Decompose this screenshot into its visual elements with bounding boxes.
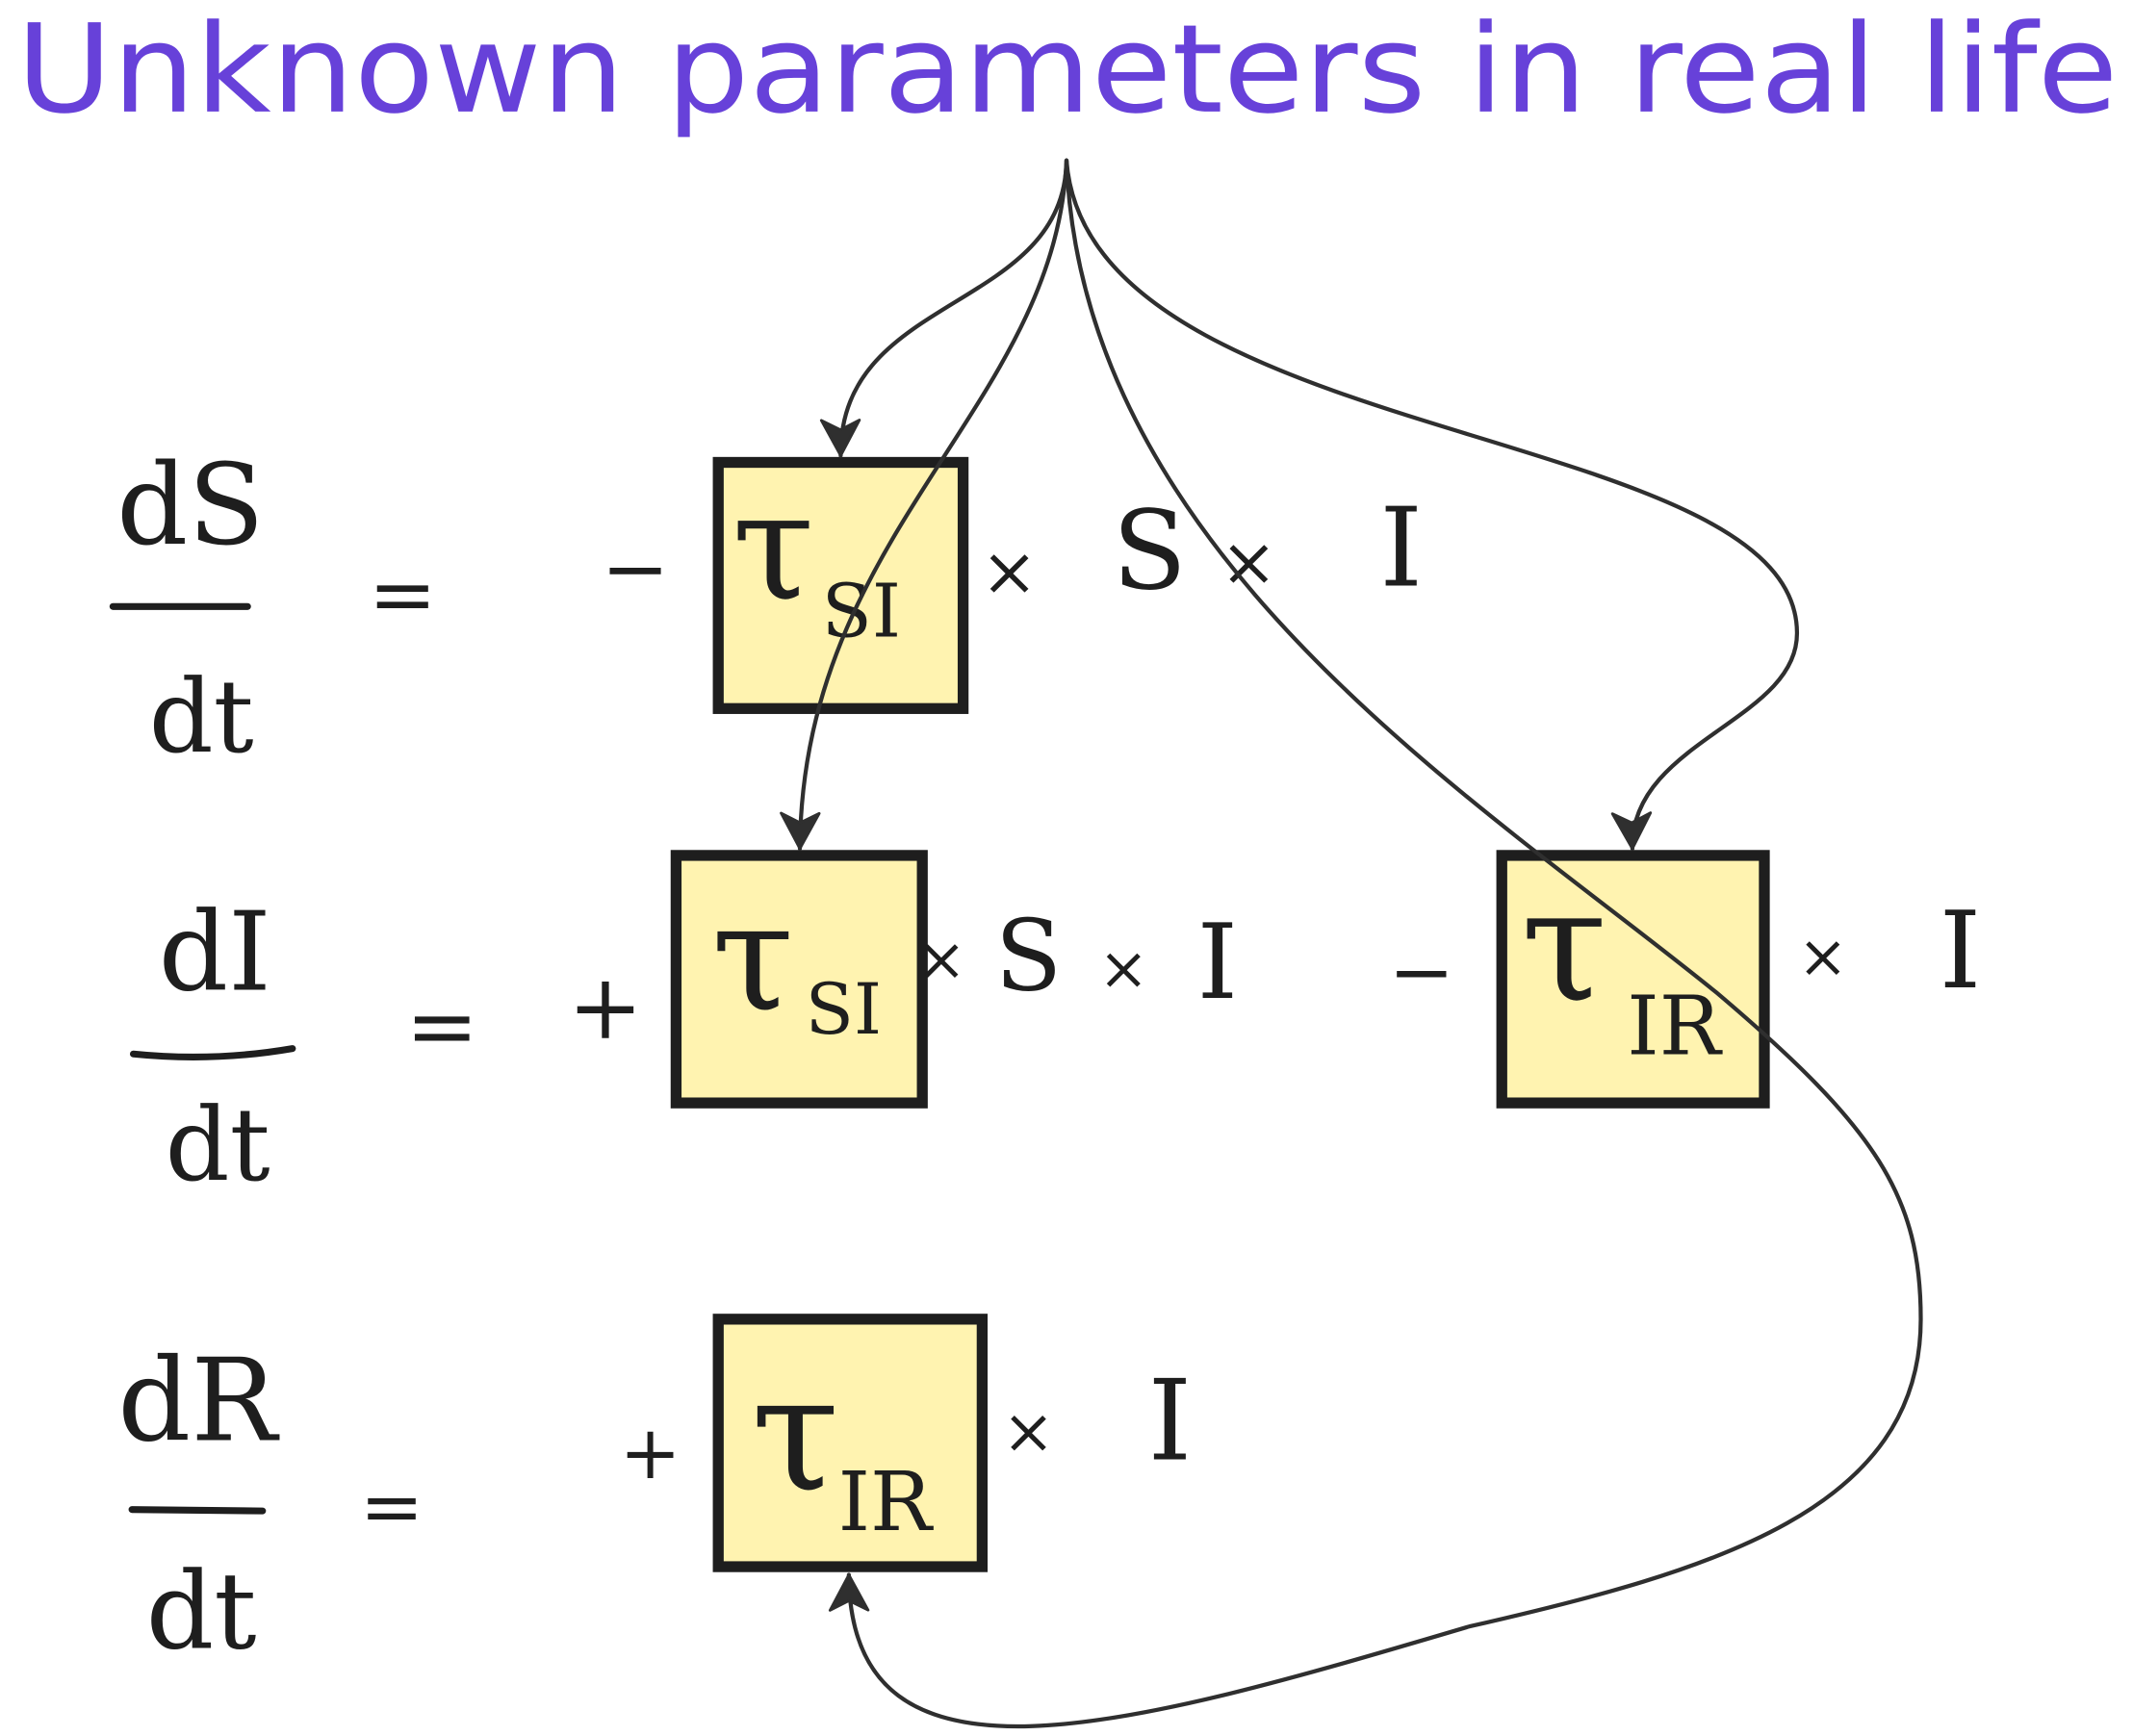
equation-ds-dt: dS dt = − τ SI × S × I [109,441,1423,776]
parameter-box-frame [712,456,969,714]
variable-i: I [1379,485,1423,612]
times-operator: × [1002,1396,1054,1468]
variable-i: I [1940,889,1982,1012]
arrow-to-tau-ir-row2 [1064,158,1800,851]
parameter-box-frame [712,1314,989,1572]
parameter-subscript: SI [806,969,882,1051]
diagram-title: Unknown parameters in real life [16,0,2118,140]
equals-sign: = [405,976,478,1077]
derivative-denominator: dt [166,1086,270,1204]
fraction-bar [129,1045,296,1060]
parameter-subscript: IR [838,1454,934,1549]
times-operator: × [981,531,1038,611]
parameter-symbol: τ [732,460,814,634]
parameter-symbol: τ [711,871,794,1045]
parameter-box-tau-ir: τ IR [712,1314,989,1572]
arrows [780,158,1923,1729]
derivative-numerator: dI [159,888,271,1015]
variable-i: I [1148,1356,1193,1486]
variable-i: I [1197,903,1238,1023]
variable-s: S [995,900,1063,1013]
equals-sign: = [369,547,437,642]
plus-operator: + [568,954,643,1059]
derivative-denominator: dt [149,658,254,776]
times-operator: × [1798,921,1848,991]
parameter-symbol: τ [1521,855,1607,1037]
equation-di-dt: dI dt = + τ SI × S × I − τ IR × I [129,850,1982,1204]
parameter-subscript: SI [822,568,901,653]
times-operator: × [916,924,966,994]
parameter-subscript: IR [1627,978,1722,1073]
minus-operator: − [1389,927,1455,1018]
parameter-box-frame [1496,850,1770,1109]
parameter-symbol: τ [751,1340,839,1527]
parameter-box-tau-ir: τ IR [1496,850,1770,1109]
arrow-to-tau-si-row1 [819,158,1069,458]
arrow-to-tau-si-row2 [780,158,1069,851]
variable-s: S [1112,487,1186,614]
derivative-numerator: dR [117,1335,280,1468]
derivative-denominator: dt [146,1550,257,1673]
equals-sign: = [360,1463,424,1551]
minus-operator: − [601,521,669,616]
plus-operator: + [620,1410,681,1495]
derivative-numerator: dS [116,441,265,571]
times-operator: × [1098,933,1148,1004]
parameter-box-tau-si: τ SI [670,850,928,1109]
fraction-bar [128,1506,267,1515]
parameter-box-frame [670,850,928,1109]
parameter-box-tau-si: τ SI [712,456,969,714]
arrow-to-tau-ir-row3 [828,158,1923,1729]
equation-dr-dt: dR dt = + τ IR × I [117,1314,1193,1673]
